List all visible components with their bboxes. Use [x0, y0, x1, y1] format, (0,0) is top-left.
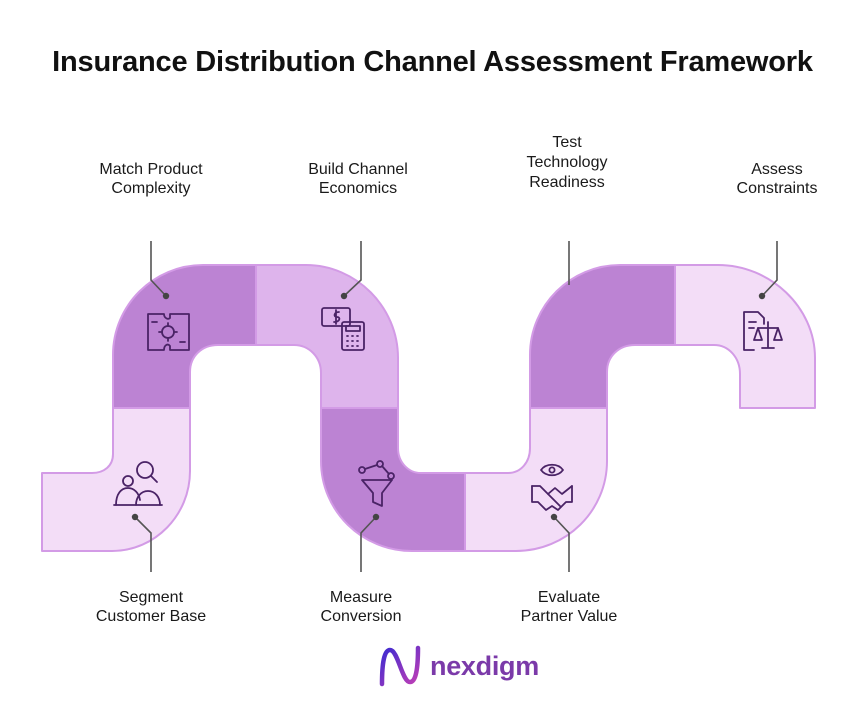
connector-channel-economics — [343, 241, 362, 297]
nexdigm-logo-text: nexdigm — [430, 650, 539, 681]
connector-partner-value — [553, 516, 570, 572]
path-segment-customer-base — [41, 407, 191, 552]
handshake-icon — [531, 463, 573, 511]
path-segment-measure-conversion — [320, 407, 466, 552]
connector-assess-constraints — [761, 241, 778, 297]
product-puzzle-icon — [147, 313, 190, 351]
cash-calculator-icon — [321, 307, 365, 351]
connector-customer-base — [134, 516, 152, 572]
page-title: Insurance Distribution Channel Assessmen… — [52, 46, 813, 78]
conversion-funnel-icon — [358, 460, 395, 507]
legal-scale-icon — [743, 311, 783, 351]
path-segment-partner-value — [464, 407, 608, 552]
path-segment-channel-economics — [255, 264, 399, 409]
nexdigm-logo-mark-icon — [379, 645, 421, 687]
connector-measure-conversion — [360, 516, 377, 572]
path-segment-assess-constraints — [674, 264, 816, 409]
nexdigm-logo: nexdigm — [378, 641, 539, 691]
customer-segment-icon — [113, 461, 163, 506]
path-segment-technology-readiness — [529, 264, 676, 409]
connector-product-complexity — [150, 241, 167, 297]
path-segment-product-complexity — [112, 264, 257, 409]
